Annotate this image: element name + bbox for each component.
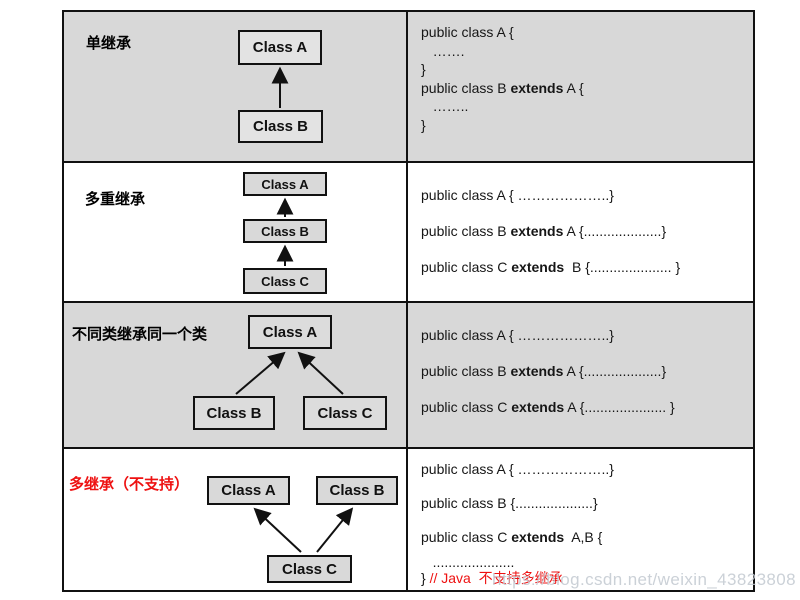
code-text: A {....................} xyxy=(563,223,667,239)
class-b-node: Class B xyxy=(316,476,398,505)
code-line: …….. xyxy=(421,97,753,116)
code-line: ……. xyxy=(421,42,753,61)
code-line: public class B {....................} xyxy=(421,486,753,520)
code-text: // Java 不支持多继承 xyxy=(429,570,563,586)
row1-label: 单继承 xyxy=(86,35,132,52)
class-c-node: Class C xyxy=(267,555,352,583)
code-text: public class C xyxy=(421,529,512,545)
class-a-node: Class A xyxy=(207,476,290,505)
class-a-node: Class A xyxy=(243,172,327,196)
code-line: public class A { ………………..} xyxy=(421,317,753,353)
code-line: public class C extends A {..............… xyxy=(421,389,753,425)
code-block: public class A { ………………..} public class B… xyxy=(408,163,753,285)
code-text: A {....................} xyxy=(563,363,667,379)
row1-diagram-cell: 单继承 Class A Class B xyxy=(64,12,406,161)
row4-code-cell: public class A { ………………..} public class B… xyxy=(408,449,753,590)
inheritance-arrows-chain xyxy=(276,197,294,266)
inheritance-arrows-diverge xyxy=(253,507,354,553)
code-line: public class B extends A {..............… xyxy=(421,213,753,249)
code-text: A,B { xyxy=(564,529,603,545)
code-text: public class A { ………………..} xyxy=(421,327,614,343)
code-text: } xyxy=(421,61,426,77)
row1-code-cell: public class A { …….} public class B exte… xyxy=(408,12,753,161)
code-line: } // Java 不支持多继承 xyxy=(421,570,753,586)
code-block: public class A { ………………..} public class B… xyxy=(408,449,753,586)
code-text: public class C xyxy=(421,259,512,275)
code-text: extends xyxy=(511,259,565,275)
code-line: public class C extends A,B { xyxy=(421,520,753,554)
class-c-node: Class C xyxy=(243,268,327,294)
code-text: ……. xyxy=(421,42,465,59)
code-line: public class A { xyxy=(421,23,753,42)
code-line: ..................... xyxy=(421,554,753,570)
code-text: } xyxy=(421,116,426,133)
code-text: B {..................... } xyxy=(564,259,681,275)
row2-label: 多重继承 xyxy=(85,191,146,208)
inheritance-arrows-converge xyxy=(235,351,344,395)
row2-code-cell: public class A { ………………..} public class B… xyxy=(408,163,753,301)
inheritance-arrow-b-to-a xyxy=(271,66,289,108)
row3-label: 不同类继承同一个类 xyxy=(72,326,208,343)
row3-code-cell: public class A { ………………..} public class B… xyxy=(408,303,753,447)
class-b-node: Class B xyxy=(238,110,323,143)
code-line: } xyxy=(421,116,753,135)
code-block: public class A { ………………..} public class B… xyxy=(408,303,753,425)
code-text: A { xyxy=(563,79,584,96)
inheritance-table: 单继承 Class A Class B public class A { …….… xyxy=(62,10,755,592)
code-text: A {..................... } xyxy=(564,399,675,415)
code-line: public class B extends A {..............… xyxy=(421,353,753,389)
row4-diagram-cell: 多继承（不支持） Class A Class B Class C xyxy=(64,449,406,590)
code-text: } xyxy=(421,570,430,586)
code-text: extends xyxy=(511,529,565,545)
class-a-node: Class A xyxy=(248,315,332,349)
row4-label: 多继承（不支持） xyxy=(69,476,190,493)
code-text: public class A { ………………..} xyxy=(421,461,614,477)
code-text: public class B xyxy=(421,223,511,239)
code-text: public class A { ………………..} xyxy=(421,187,614,203)
code-text: ..................... xyxy=(421,554,515,570)
code-text: …….. xyxy=(421,98,469,114)
code-text: public class C xyxy=(421,399,512,415)
code-line: public class C extends B {..............… xyxy=(421,249,753,285)
code-block: public class A { …….} public class B exte… xyxy=(408,12,753,134)
code-text: extends xyxy=(510,223,564,239)
class-b-node: Class B xyxy=(243,219,327,243)
row3-diagram-cell: 不同类继承同一个类 Class A Class B Class C xyxy=(64,303,406,447)
code-line: public class B extends A { xyxy=(421,79,753,98)
code-text: public class B xyxy=(421,363,511,379)
code-text: extends xyxy=(510,79,564,96)
code-line: public class A { ………………..} xyxy=(421,177,753,213)
code-text: public class B xyxy=(421,79,511,96)
class-a-node: Class A xyxy=(238,30,322,65)
code-text: extends xyxy=(510,363,564,379)
code-text: extends xyxy=(511,399,565,415)
csdn-watermark: https://blog.csdn.net/weixin_43823808 xyxy=(491,570,796,589)
class-c-node: Class C xyxy=(303,396,387,430)
code-line: public class A { ………………..} xyxy=(421,452,753,486)
code-text: public class A { xyxy=(421,24,514,40)
code-line: } xyxy=(421,60,753,79)
row2-diagram-cell: 多重继承 Class A Class B Class C xyxy=(64,163,406,301)
code-text: public class B {....................} xyxy=(421,495,598,511)
class-b-node: Class B xyxy=(193,396,275,430)
